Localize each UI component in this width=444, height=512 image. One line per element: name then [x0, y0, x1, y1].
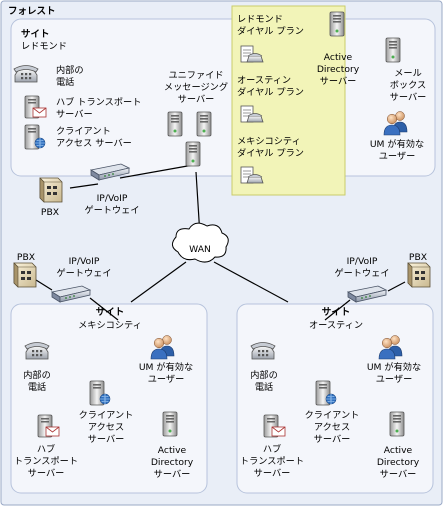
austin-cas-label-1: クライアント: [305, 410, 360, 421]
austin-um-users-label-2: ユーザー: [376, 374, 413, 385]
wan-label: WAN: [189, 244, 211, 255]
austin-pbx-icon: [407, 262, 431, 288]
redmond-gateway-label-2: ゲートウェイ: [84, 204, 139, 216]
austin-site-name: オースティン: [309, 320, 363, 331]
mexico-hub-label-3: サーバー: [28, 468, 65, 479]
austin-cas-label-2: アクセス: [314, 422, 350, 433]
redmond-phone-icon: [13, 65, 39, 83]
redmond-um-users-label-2: ユーザー: [379, 151, 416, 162]
dialplan-redmond-label-1: レドモンド: [237, 14, 283, 25]
link-austin-gateway-site: [324, 299, 351, 321]
austin-ad-label-2: Directory: [377, 457, 420, 468]
mexico-gateway-label-1: IP/VoIP: [69, 256, 100, 267]
mailbox-label-3: サーバー: [390, 92, 427, 103]
um-server-label-2: メッセージング: [164, 81, 228, 93]
austin-phone-label-2: 電話: [255, 381, 273, 393]
mexico-phone-icon: [24, 342, 50, 360]
mexico-site-label: サイト: [96, 307, 125, 318]
um-server-label-3: サーバー: [178, 94, 215, 105]
redmond-site-label: サイト: [21, 29, 50, 40]
austin-gateway-label-1: IP/VoIP: [347, 256, 378, 267]
forest-title: フォレスト: [8, 6, 56, 17]
redmond-pbx-label: PBX: [41, 207, 59, 218]
redmond-cas-label-2: アクセス サーバー: [56, 138, 132, 149]
austin-cas-label-3: サーバー: [314, 434, 351, 445]
um-server-icon-1: [167, 111, 183, 137]
mexico-ad-label-3: サーバー: [154, 469, 191, 480]
redmond-ad-label-2: Directory: [317, 64, 360, 75]
mexico-cas-label-3: サーバー: [88, 434, 125, 445]
dialplan-austin-label-1: オースティン: [237, 75, 291, 86]
redmond-um-users-label-1: UM が有効な: [370, 138, 424, 150]
mexico-ad-label-2: Directory: [151, 457, 194, 468]
wan-cloud: [172, 222, 229, 263]
um-server-label-1: ユニファイド: [168, 70, 223, 81]
austin-pbx-label: PBX: [409, 252, 427, 263]
dialplan-mexico-label-1: メキシコシティ: [237, 136, 301, 147]
austin-hub-label-3: サーバー: [254, 468, 291, 479]
mexico-pbx-icon: [13, 262, 37, 288]
mexico-ad-server-icon: [162, 411, 178, 437]
mexico-um-users-label-1: UM が有効な: [139, 361, 193, 373]
austin-um-users-label-1: UM が有効な: [367, 361, 421, 373]
link-um-gateway: [119, 164, 194, 179]
dial-plans-highlight: [231, 5, 346, 196]
mexico-cas-label-2: アクセス: [88, 422, 124, 433]
link-austin-pbx-gateway: [387, 281, 406, 292]
link-gateway-pbx: [69, 183, 99, 189]
um-server-icon-3: [185, 141, 201, 167]
austin-site-label: サイト: [322, 307, 351, 318]
redmond-pbx-icon: [39, 177, 63, 203]
dialplan-redmond-label-2: ダイヤル プラン: [237, 25, 304, 37]
mexico-hub-label-1: ハブ: [37, 443, 55, 455]
mexico-hub-label-2: トランスポート: [14, 456, 78, 467]
austin-phone-icon: [250, 342, 276, 360]
dialplan-austin-label-2: ダイヤル プラン: [237, 86, 304, 98]
redmond-phone-label-2: 電話: [56, 76, 74, 88]
mexico-gateway-label-2: ゲートウェイ: [56, 267, 111, 279]
link-mexico-gateway-site: [89, 297, 119, 321]
redmond-site-name: レドモンド: [21, 41, 67, 52]
mailbox-server-icon: [385, 37, 401, 63]
redmond-phone-label-1: 内部の: [56, 64, 84, 76]
redmond-hub-label-2: サーバー: [56, 109, 93, 120]
austin-ad-label-3: サーバー: [380, 469, 417, 480]
dialplan-mexico-label-2: ダイヤル プラン: [237, 147, 304, 159]
network-links: [35, 164, 406, 321]
austin-hub-label-2: トランスポート: [240, 456, 304, 467]
mexico-site-name: メキシコシティ: [78, 320, 142, 331]
mexico-cas-label-1: クライアント: [79, 410, 134, 421]
redmond-hub-label-1: ハブ トランスポート: [56, 96, 141, 108]
mailbox-label-1: メール: [394, 68, 422, 79]
um-server-icon-2: [196, 111, 212, 137]
redmond-ad-server-icon: [329, 11, 345, 37]
mailbox-label-2: ボックス: [390, 80, 426, 91]
redmond-ad-label-1: Active: [324, 52, 353, 63]
austin-ad-label-1: Active: [384, 445, 413, 456]
mexico-um-users-label-2: ユーザー: [148, 374, 185, 385]
austin-gateway-label-2: ゲートウェイ: [334, 267, 389, 279]
link-mexico-pbx-gateway: [35, 279, 53, 291]
link-wan-austin: [213, 261, 289, 303]
mexico-pbx-label: PBX: [17, 252, 35, 263]
redmond-ad-label-3: サーバー: [320, 76, 357, 87]
mexico-phone-label-1: 内部の: [23, 369, 51, 381]
redmond-gateway-label-1: IP/VoIP: [97, 193, 128, 204]
mexico-phone-label-2: 電話: [28, 381, 46, 393]
mexico-ad-label-1: Active: [158, 445, 187, 456]
austin-ad-server-icon: [389, 411, 405, 437]
link-wan-mexico: [130, 261, 187, 303]
austin-phone-label-1: 内部の: [250, 369, 278, 381]
redmond-cas-label-1: クライアント: [56, 126, 111, 137]
austin-hub-label-1: ハブ: [263, 443, 281, 455]
